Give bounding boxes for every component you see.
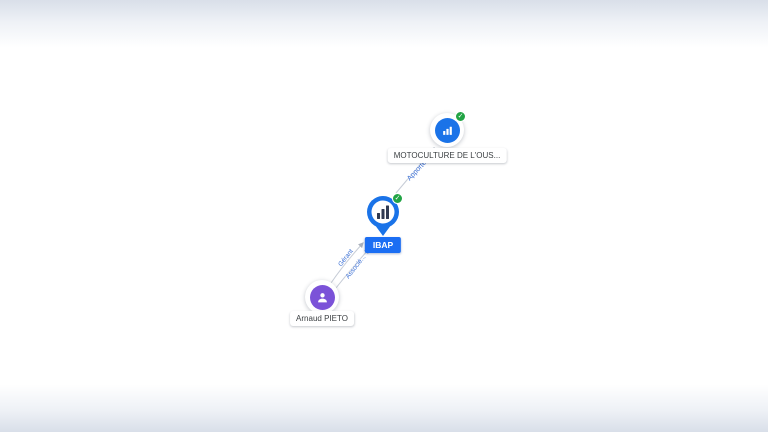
person-avatar (309, 284, 335, 310)
node-label-motoculture[interactable]: MOTOCULTURE DE L'OUS... (387, 148, 507, 163)
node-label-ibap[interactable]: IBAP (364, 237, 402, 253)
check-icon: ✓ (392, 193, 403, 204)
node-arnaud-pieto[interactable] (305, 280, 339, 314)
person-icon (317, 292, 327, 302)
company-avatar (434, 117, 460, 143)
check-icon: ✓ (455, 111, 466, 122)
node-motoculture[interactable]: ✓ (430, 111, 466, 147)
edge-line-gerant (330, 242, 364, 284)
node-ibap[interactable]: ✓ (359, 190, 407, 242)
bar-chart-icon (442, 126, 452, 135)
node-label-arnaud-pieto[interactable]: Arnaud PIETO (290, 311, 354, 326)
